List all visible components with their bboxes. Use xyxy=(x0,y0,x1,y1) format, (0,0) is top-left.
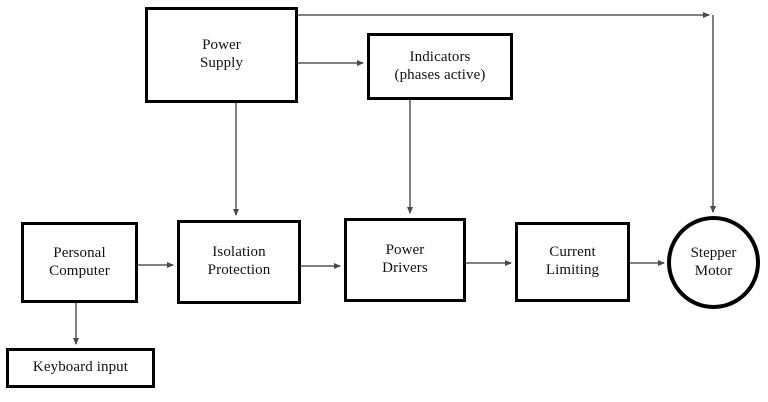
node-keyboard-input[interactable]: Keyboard input xyxy=(6,348,155,388)
node-isolation-protection[interactable]: Isolation Protection xyxy=(177,220,301,304)
node-power-drivers[interactable]: Power Drivers xyxy=(344,218,466,302)
node-indicators-label: Indicators (phases active) xyxy=(394,48,486,83)
node-keyboard-input-label: Keyboard input xyxy=(32,359,129,376)
node-power-supply-label: Power Supply xyxy=(199,37,244,71)
node-power-drivers-label: Power Drivers xyxy=(382,242,428,276)
node-personal-computer-label: Personal Computer xyxy=(49,244,110,279)
node-stepper-motor-label: Stepper Motor xyxy=(690,244,737,279)
node-indicators[interactable]: Indicators (phases active) xyxy=(367,33,513,100)
node-power-supply[interactable]: Power Supply xyxy=(145,7,298,103)
node-current-limiting[interactable]: Current Limiting xyxy=(515,222,630,302)
node-isolation-protection-label: Isolation Protection xyxy=(207,244,271,278)
node-stepper-motor[interactable]: Stepper Motor xyxy=(667,216,760,309)
node-current-limiting-label: Current Limiting xyxy=(545,244,600,278)
node-personal-computer[interactable]: Personal Computer xyxy=(21,222,138,303)
